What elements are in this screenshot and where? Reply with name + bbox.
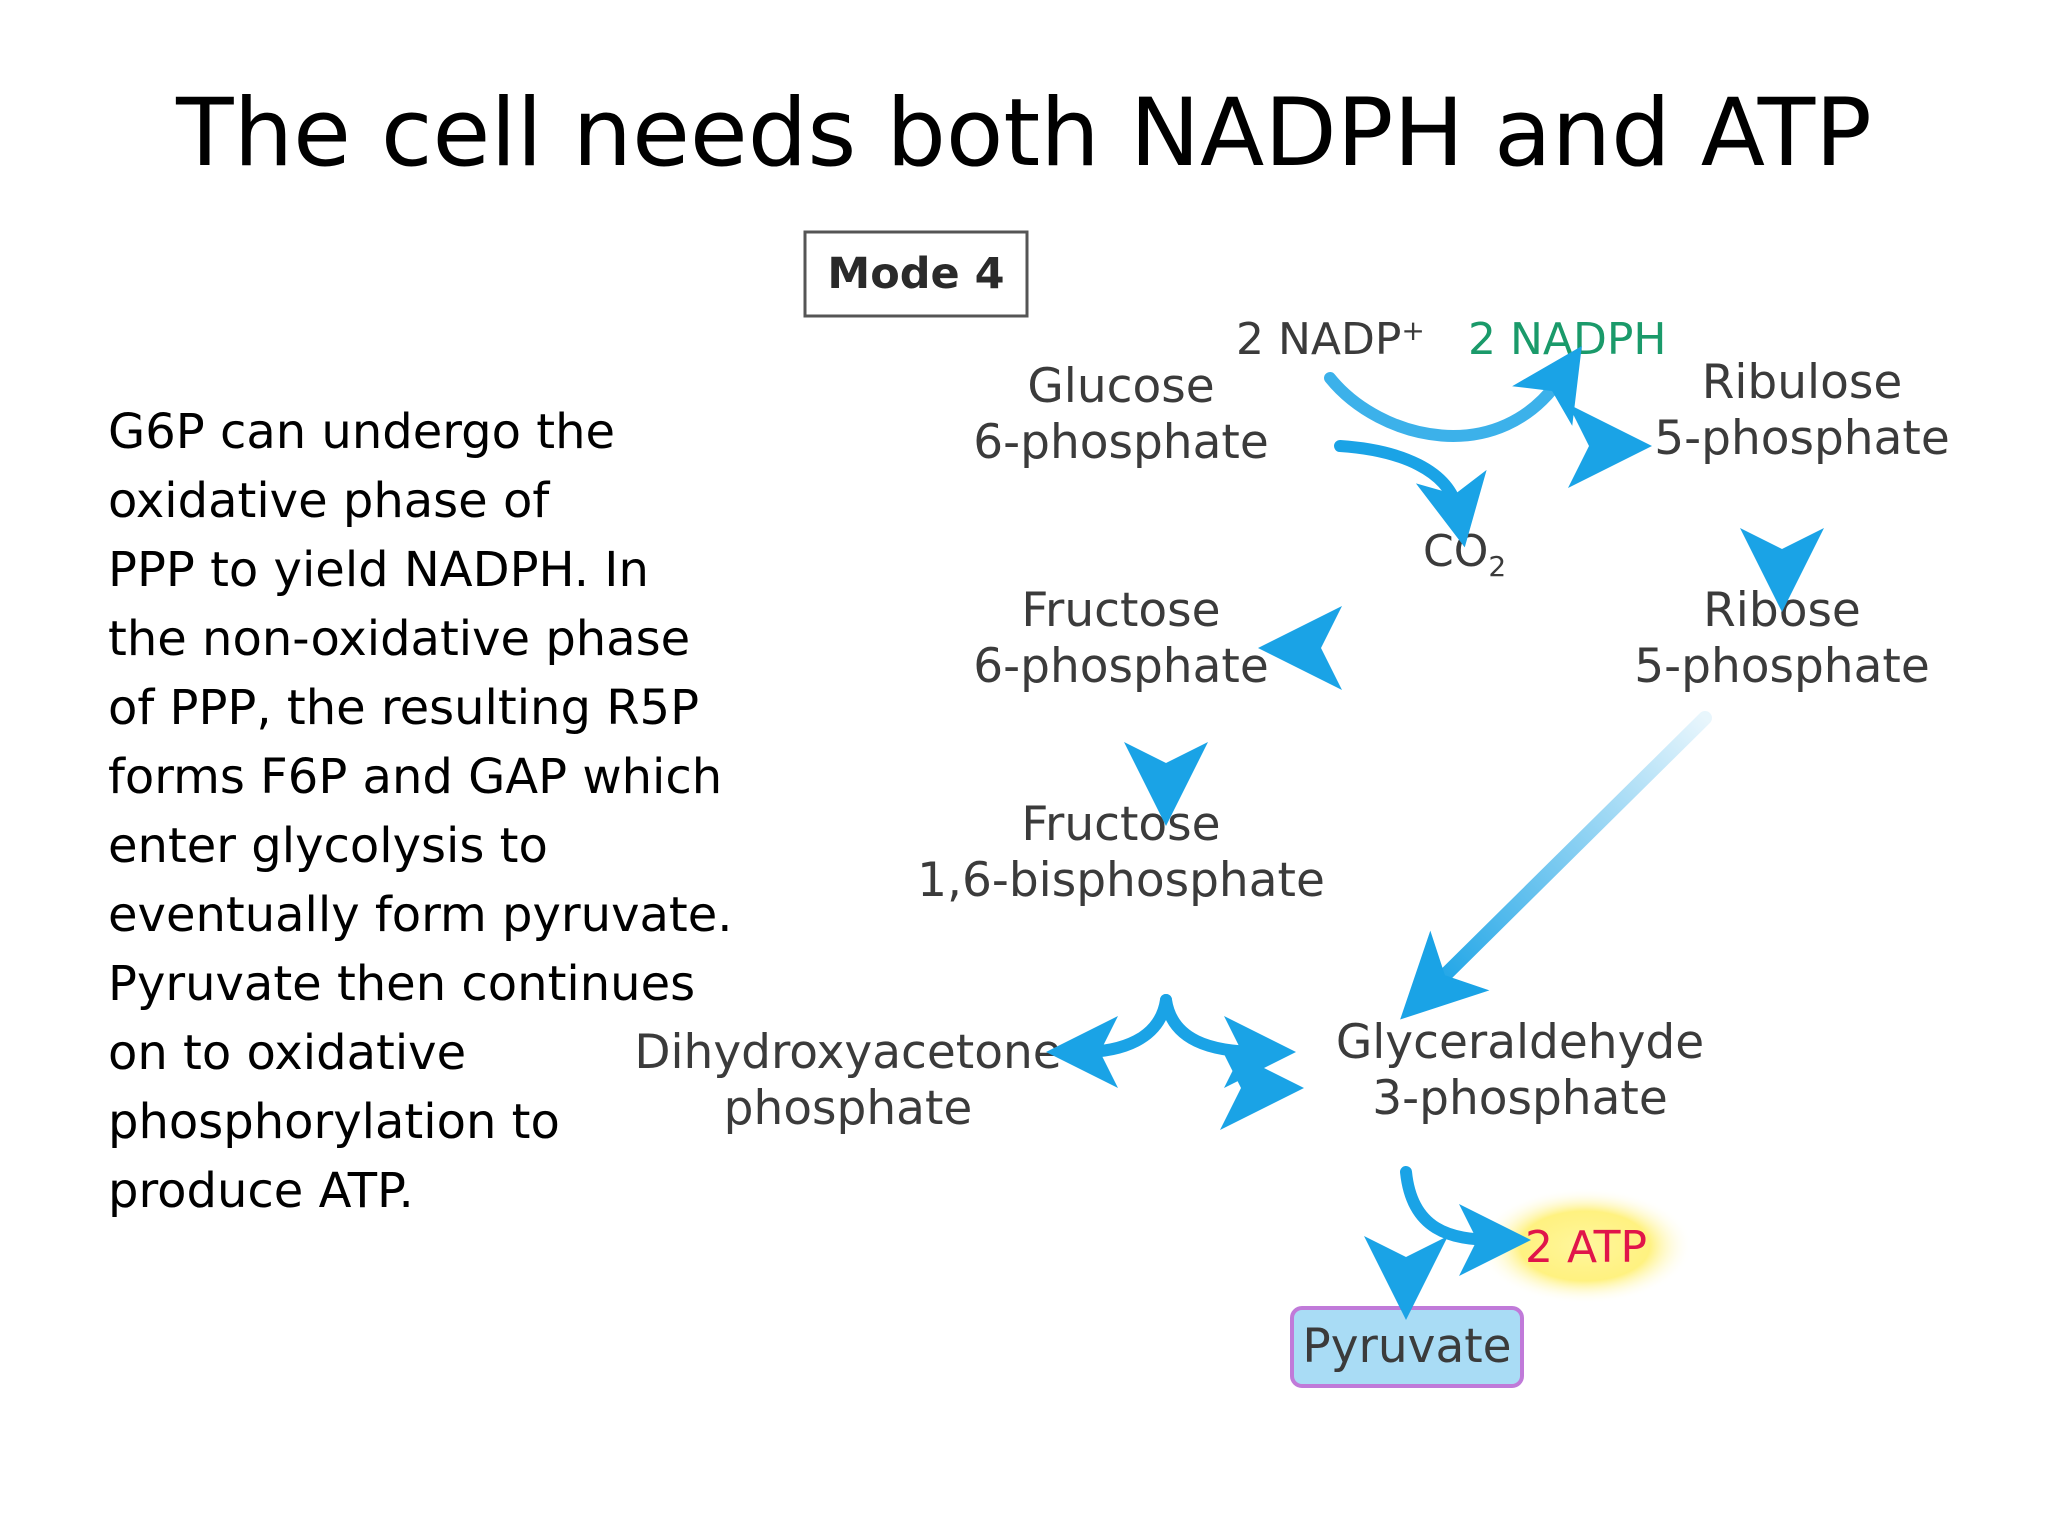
slide-body-text: G6P can undergo the oxidative phase of P… bbox=[108, 404, 733, 1219]
gap-line2: 3-phosphate bbox=[1372, 1071, 1668, 1126]
g6p-line2: 6-phosphate bbox=[973, 415, 1269, 470]
fructose-1-6-bisphosphate-node: Fructose 1,6-bisphosphate bbox=[917, 797, 1325, 908]
ru5p-line2: 5-phosphate bbox=[1654, 411, 1950, 466]
mode-label-box: Mode 4 bbox=[803, 230, 1029, 318]
gap-line1: Glyceraldehyde bbox=[1336, 1015, 1704, 1070]
arrow-co2-release bbox=[1334, 440, 1487, 548]
glyceraldehyde-3-phosphate-node: Glyceraldehyde 3-phosphate bbox=[1336, 1015, 1704, 1126]
slide-title: The cell needs both NADPH and ATP bbox=[176, 79, 1872, 188]
arrow-nadp-to-nadph bbox=[1324, 345, 1582, 442]
arrow-r5p-to-gap bbox=[1400, 711, 1712, 1020]
atp-label: 2 ATP bbox=[1525, 1222, 1647, 1273]
f6p-line2: 6-phosphate bbox=[973, 639, 1269, 694]
dhap-line2: phosphate bbox=[724, 1081, 973, 1136]
nadph-label: 2 NADPH bbox=[1468, 314, 1667, 365]
nadp-plus-label: 2 NADP+ bbox=[1236, 314, 1425, 365]
pyruvate-node: Pyruvate bbox=[1290, 1306, 1524, 1388]
pyruvate-label: Pyruvate bbox=[1302, 1319, 1511, 1374]
dihydroxyacetone-phosphate-node: Dihydroxyacetone phosphate bbox=[634, 1025, 1061, 1136]
f16bp-line1: Fructose bbox=[1021, 797, 1220, 852]
r5p-line2: 5-phosphate bbox=[1634, 639, 1930, 694]
f6p-line1: Fructose bbox=[1021, 583, 1220, 638]
ribulose-5-phosphate-node: Ribulose 5-phosphate bbox=[1654, 355, 1950, 466]
co2-label: CO2 bbox=[1423, 526, 1506, 583]
ru5p-line1: Ribulose bbox=[1702, 355, 1903, 410]
mode-label: Mode 4 bbox=[827, 249, 1004, 299]
atp-product: 2 ATP bbox=[1477, 1188, 1693, 1304]
glucose-6-phosphate-node: Glucose 6-phosphate bbox=[973, 359, 1269, 470]
f16bp-line2: 1,6-bisphosphate bbox=[917, 853, 1325, 908]
arrow-to-atp bbox=[1400, 1166, 1531, 1276]
r5p-line1: Ribose bbox=[1703, 583, 1861, 638]
arrow-f16bp-to-gap bbox=[1160, 994, 1296, 1088]
atp-glow bbox=[1477, 1188, 1693, 1304]
fructose-6-phosphate-node: Fructose 6-phosphate bbox=[973, 583, 1269, 694]
g6p-line1: Glucose bbox=[1027, 359, 1214, 414]
arrow-f16bp-to-dhap bbox=[1046, 994, 1172, 1088]
dhap-line1: Dihydroxyacetone bbox=[634, 1025, 1061, 1080]
ribose-5-phosphate-node: Ribose 5-phosphate bbox=[1634, 583, 1930, 694]
